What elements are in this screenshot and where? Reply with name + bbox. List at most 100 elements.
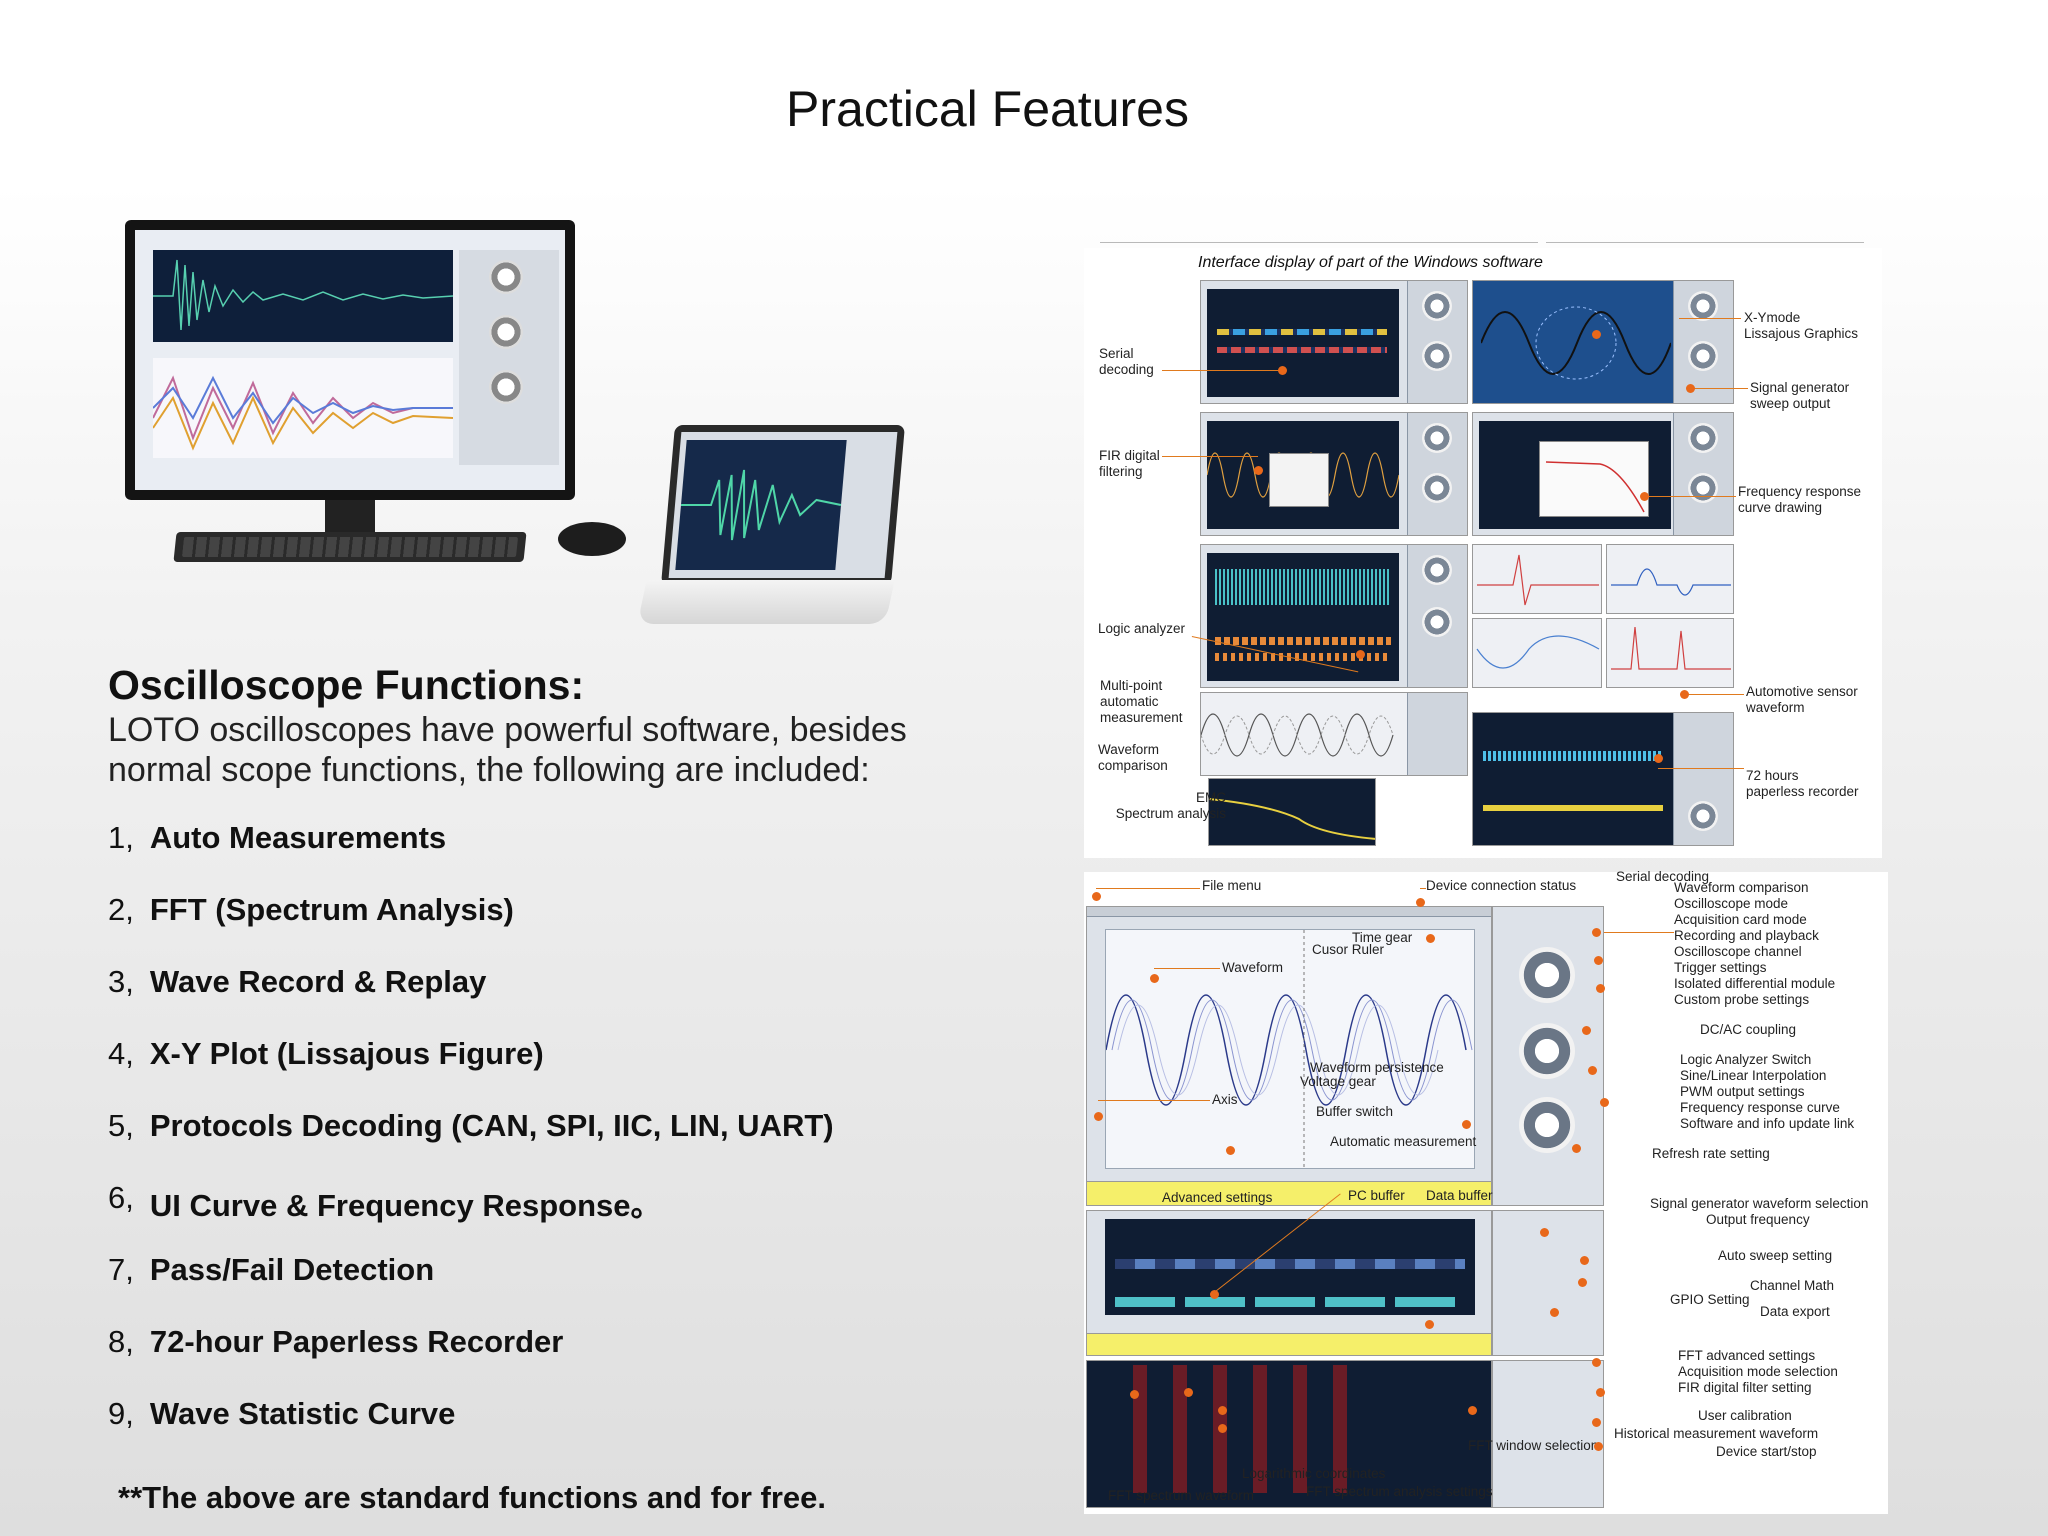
- voltage-knob-icon[interactable]: [1519, 1023, 1575, 1079]
- callout-dot: [1253, 465, 1263, 475]
- panel-caption: Interface display of part of the Windows…: [1198, 254, 1543, 271]
- label-fft-spectrum-waveform: FFT spectrum waveform: [1108, 1488, 1255, 1503]
- callout-dot: [1653, 753, 1663, 763]
- laptop-screen: [668, 432, 898, 578]
- measurement-bar: [1087, 1181, 1491, 1205]
- label-historical-measurement: Historical measurement waveform: [1614, 1426, 1819, 1441]
- square-wave: [1115, 1259, 1465, 1269]
- callout-dot: [1549, 1307, 1559, 1317]
- sensor-trace: [1611, 568, 1731, 596]
- control-panel: [1407, 413, 1467, 535]
- label-serial-decoding: Serial decoding: [1099, 346, 1154, 377]
- label-pc-buffer: PC buffer: [1348, 1188, 1405, 1203]
- monitor-screen: [135, 230, 565, 490]
- leader-line: [1684, 694, 1744, 695]
- logic-channel: [1215, 653, 1391, 661]
- callout-dot: [1467, 1405, 1477, 1415]
- label-auto-sweep: Auto sweep setting: [1718, 1248, 1833, 1263]
- measurement-bar: [1087, 1333, 1491, 1355]
- frequency-response-screenshot: [1472, 412, 1734, 536]
- label-fir-filtering: FIR digital filtering: [1099, 448, 1160, 479]
- logic-analyzer-plot: [1207, 553, 1399, 681]
- callout-dot: [1595, 983, 1605, 993]
- callout-dot: [1277, 365, 1287, 375]
- feature-number: 9,: [108, 1396, 134, 1431]
- logic-analyzer-screenshot: [1200, 544, 1468, 688]
- label-xy-lissajous: X-Ymode Lissajous Graphics: [1744, 310, 1859, 341]
- label-logarithmic-coordinates: Logarithmic coordinates: [1242, 1466, 1386, 1481]
- divider-line: [1100, 242, 1538, 243]
- fft-spectrum-plot: [1107, 1365, 1357, 1493]
- leader-line: [1420, 888, 1426, 889]
- leader-line: [1658, 768, 1744, 769]
- fir-filter-screenshot: [1200, 412, 1468, 536]
- trigger-knob-icon[interactable]: [1519, 1097, 1575, 1153]
- logic-signal: [1215, 569, 1391, 605]
- callout-dot: [1587, 1065, 1597, 1075]
- callout-dot: [1581, 1025, 1591, 1035]
- feature-text: FFT (Spectrum Analysis): [149, 892, 514, 927]
- automotive-sensor-screenshot-2: [1606, 544, 1734, 614]
- feature-item: 7,Pass/Fail Detection: [108, 1252, 834, 1324]
- divider-line: [1546, 242, 1864, 243]
- laptop-lid: [661, 425, 905, 585]
- callout-dot: [1679, 689, 1689, 699]
- leader-line: [1162, 456, 1258, 457]
- callout-dot: [1149, 973, 1159, 983]
- monitor-waveform-plot: [153, 250, 454, 342]
- callout-dot: [1225, 1145, 1235, 1155]
- emc-spectrum-screenshot: [1208, 778, 1376, 846]
- time-knob-icon[interactable]: [1519, 947, 1575, 1003]
- waveform-comparison-screenshot: [1200, 692, 1468, 776]
- knob-icon: [1688, 801, 1718, 831]
- callout-dot: [1591, 329, 1601, 339]
- feature-item: 1, Auto Measurements: [108, 820, 834, 892]
- label-waveform-persistence: Waveform persistence: [1310, 1060, 1444, 1075]
- decode-bar: [1217, 347, 1387, 353]
- leader-line: [1098, 1100, 1210, 1101]
- feature-number: 8,: [108, 1324, 134, 1359]
- control-panel: [1407, 281, 1467, 403]
- knob-icon: [1688, 341, 1718, 371]
- leader-line: [1162, 370, 1282, 371]
- frequency-response-plot: [1479, 421, 1671, 529]
- callout-dot: [1093, 1111, 1103, 1121]
- laptop-waveform-plot: [675, 440, 847, 570]
- knob-icon: [489, 315, 523, 349]
- callout-dot: [1599, 1097, 1609, 1107]
- serial-decoding-plot: [1207, 289, 1399, 397]
- label-user-calibration: User calibration: [1698, 1408, 1792, 1423]
- control-panel: [1673, 713, 1733, 845]
- knob-icon: [1422, 341, 1452, 371]
- feature-item: 6,UI Curve & Frequency Response。: [108, 1180, 834, 1252]
- feature-item: 3,Wave Record & Replay: [108, 964, 834, 1036]
- feature-number: 1,: [108, 820, 134, 855]
- feature-text: Protocols Decoding (CAN, SPI, IIC, LIN, …: [149, 1108, 834, 1143]
- control-panel: [1407, 693, 1467, 775]
- label-waveform: Waveform: [1222, 960, 1284, 975]
- logic-channel: [1215, 637, 1391, 645]
- callout-dot: [1091, 891, 1101, 901]
- feature-item: 9,Wave Statistic Curve: [108, 1396, 834, 1468]
- callout-dot: [1593, 955, 1603, 965]
- feature-list: 1,Auto Measurements 2,FFT (Spectrum Anal…: [108, 820, 834, 1468]
- control-panel: [1407, 545, 1467, 687]
- callout-dot: [1591, 1357, 1601, 1367]
- feature-text: Auto Measurements: [149, 820, 447, 855]
- knob-icon: [489, 370, 523, 404]
- label-fft-analysis-settings: FFT spectrum analysis settings: [1306, 1484, 1493, 1499]
- label-dcac-coupling: DC/AC coupling: [1700, 1022, 1797, 1037]
- automotive-sensor-screenshot-4: [1606, 618, 1734, 688]
- monitor-statistic-plot: [152, 358, 454, 458]
- callout-dot: [1595, 1387, 1605, 1397]
- xy-mode-screenshot: [1472, 280, 1734, 404]
- label-axis: Axis: [1212, 1092, 1238, 1107]
- label-time-gear: Time gear: [1352, 930, 1413, 945]
- frequency-response-dialog: [1539, 441, 1649, 517]
- knob-icon: [1422, 473, 1452, 503]
- callout-dot: [1217, 1405, 1227, 1415]
- menu-bar: [1087, 907, 1491, 917]
- label-output-frequency: Output frequency: [1706, 1212, 1810, 1227]
- label-multipoint-measurement: Multi-point automatic measurement: [1100, 678, 1183, 725]
- desktop-monitor: [125, 220, 575, 500]
